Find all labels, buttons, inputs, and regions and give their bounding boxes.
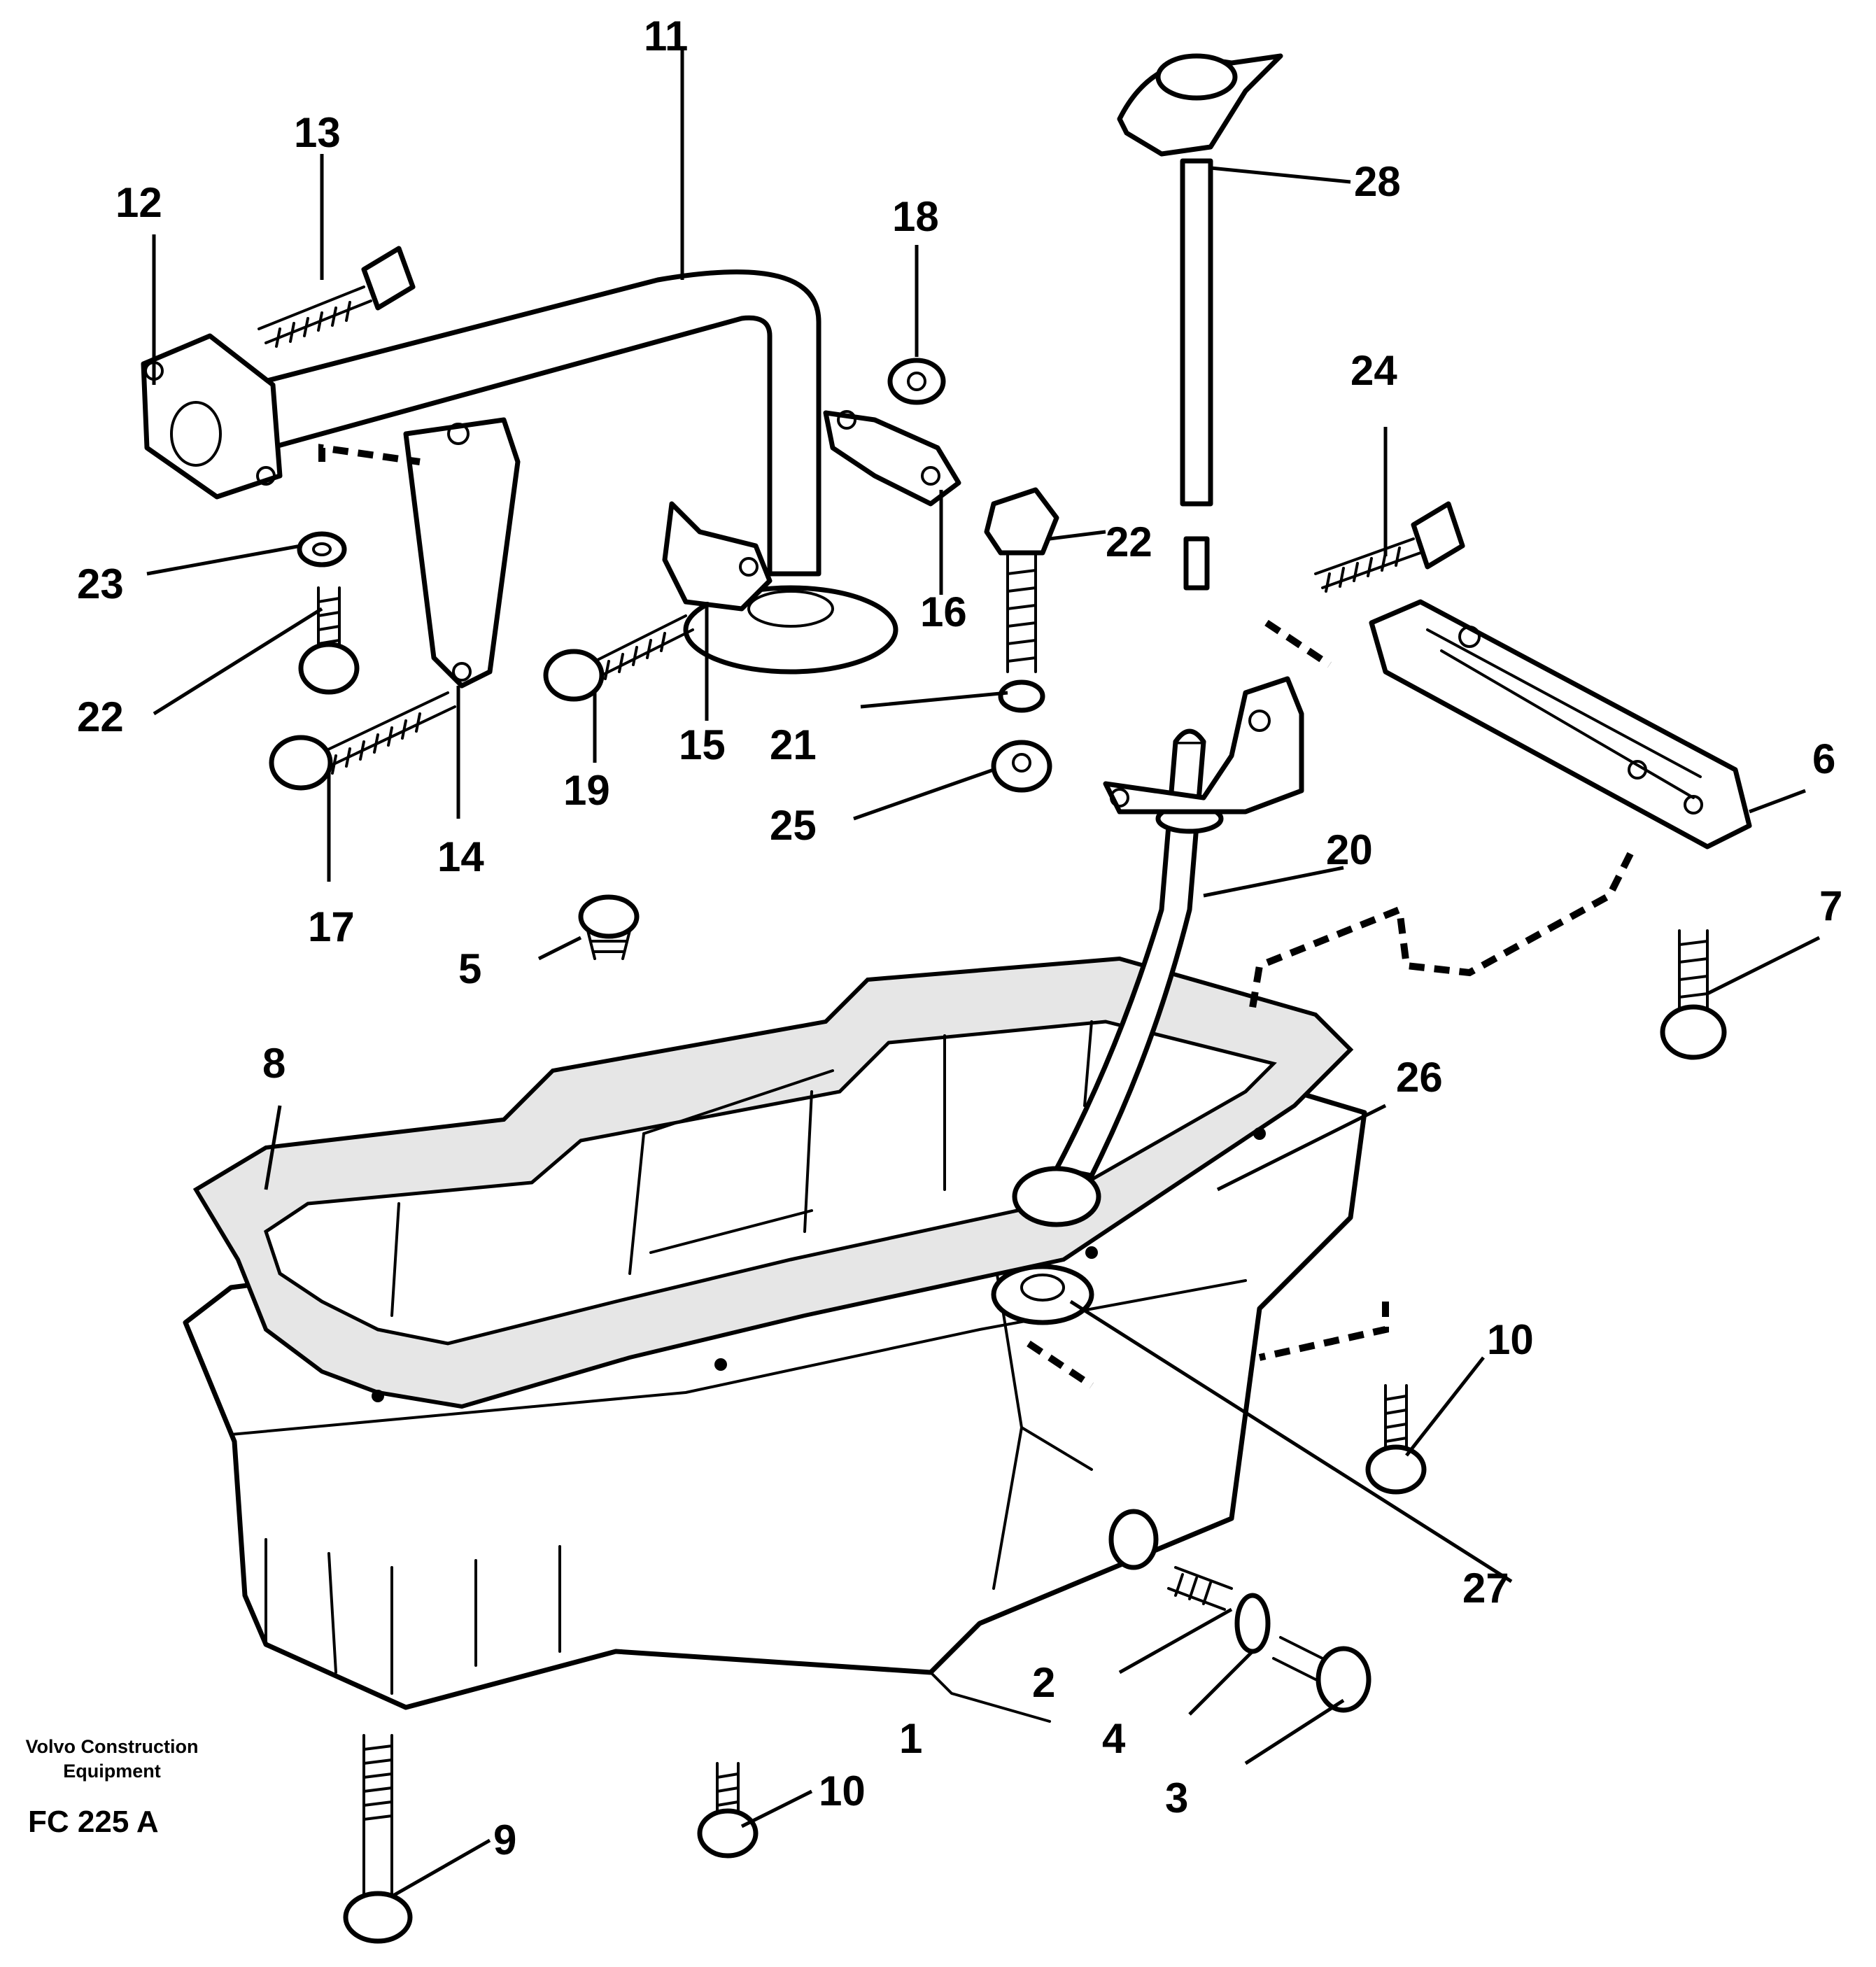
callout-10-bottom: 10 bbox=[819, 1768, 866, 1814]
callout-1: 1 bbox=[899, 1715, 922, 1762]
leader-lines bbox=[146, 49, 1821, 1898]
callout-6: 6 bbox=[1812, 735, 1835, 782]
callout-11: 11 bbox=[644, 13, 688, 59]
drain-plug-spring bbox=[1167, 1566, 1233, 1611]
pipe-flange bbox=[141, 333, 283, 500]
sump-inner-walls bbox=[390, 1020, 1093, 1317]
tube-bracket bbox=[1103, 676, 1304, 815]
drawing-caption: Volvo Construction Equipment FC 225 A bbox=[26, 1736, 199, 1839]
drawing-code: FC 225 A bbox=[28, 1805, 159, 1839]
bolt-right bbox=[984, 487, 1059, 673]
washer-right bbox=[998, 679, 1045, 713]
callout-22-right: 22 bbox=[1106, 519, 1152, 565]
callout-7: 7 bbox=[1819, 882, 1842, 929]
callout-8: 8 bbox=[262, 1040, 285, 1087]
callout-17: 17 bbox=[308, 903, 355, 950]
sump-gasket bbox=[192, 956, 1354, 1409]
bolt-ten-bottom bbox=[697, 1762, 759, 1859]
cover-bolt bbox=[1314, 501, 1465, 593]
assembly-lines bbox=[318, 444, 1634, 1389]
callout-25: 25 bbox=[770, 802, 817, 849]
caption-line-1: Volvo Construction bbox=[26, 1736, 199, 1757]
callout-labels: 11 12 13 18 28 24 22 23 16 22 15 21 19 2… bbox=[77, 13, 1842, 1863]
drain-washer bbox=[1234, 1593, 1271, 1654]
callout-20: 20 bbox=[1326, 826, 1373, 873]
pipe-bracket bbox=[403, 417, 521, 689]
dipstick bbox=[1117, 53, 1283, 591]
callout-18: 18 bbox=[892, 193, 939, 240]
clamp-bracket bbox=[823, 410, 961, 507]
bolt-ten-right bbox=[1365, 1384, 1427, 1495]
flange-bolt bbox=[258, 246, 416, 348]
cover-screw bbox=[1660, 929, 1727, 1060]
plug-five bbox=[578, 894, 640, 960]
callout-16: 16 bbox=[920, 588, 967, 635]
suction-pipe bbox=[221, 269, 898, 675]
callout-15: 15 bbox=[679, 721, 726, 768]
callout-4: 4 bbox=[1102, 1715, 1126, 1762]
side-cover bbox=[1369, 599, 1752, 849]
clamp-bolt bbox=[543, 614, 694, 702]
long-bolt bbox=[343, 1734, 413, 1944]
callout-2: 2 bbox=[1032, 1659, 1055, 1706]
callout-26: 26 bbox=[1396, 1054, 1443, 1101]
callout-12: 12 bbox=[115, 179, 162, 226]
callout-13: 13 bbox=[294, 109, 341, 156]
nut-right bbox=[991, 740, 1052, 793]
callout-23: 23 bbox=[77, 561, 124, 607]
callout-24: 24 bbox=[1350, 347, 1397, 394]
callout-27: 27 bbox=[1462, 1565, 1509, 1612]
callout-9: 9 bbox=[493, 1817, 516, 1863]
washer-left bbox=[297, 531, 347, 567]
callout-21: 21 bbox=[770, 721, 817, 768]
callout-28: 28 bbox=[1354, 158, 1401, 205]
tube-adapter bbox=[991, 1166, 1101, 1325]
callout-10-right: 10 bbox=[1487, 1316, 1534, 1363]
drain-plug bbox=[1272, 1636, 1371, 1713]
callout-22-left: 22 bbox=[77, 693, 124, 740]
bolt-left bbox=[298, 586, 360, 695]
caption-line-2: Equipment bbox=[63, 1761, 161, 1782]
bracket-nut bbox=[887, 358, 946, 405]
callout-5: 5 bbox=[458, 945, 481, 992]
bracket-bolt bbox=[269, 691, 456, 791]
callout-19: 19 bbox=[563, 767, 610, 814]
pipe-clamp bbox=[662, 501, 773, 612]
drain-boss bbox=[1108, 1509, 1159, 1570]
callout-3: 3 bbox=[1165, 1775, 1188, 1821]
callout-14: 14 bbox=[437, 833, 484, 880]
